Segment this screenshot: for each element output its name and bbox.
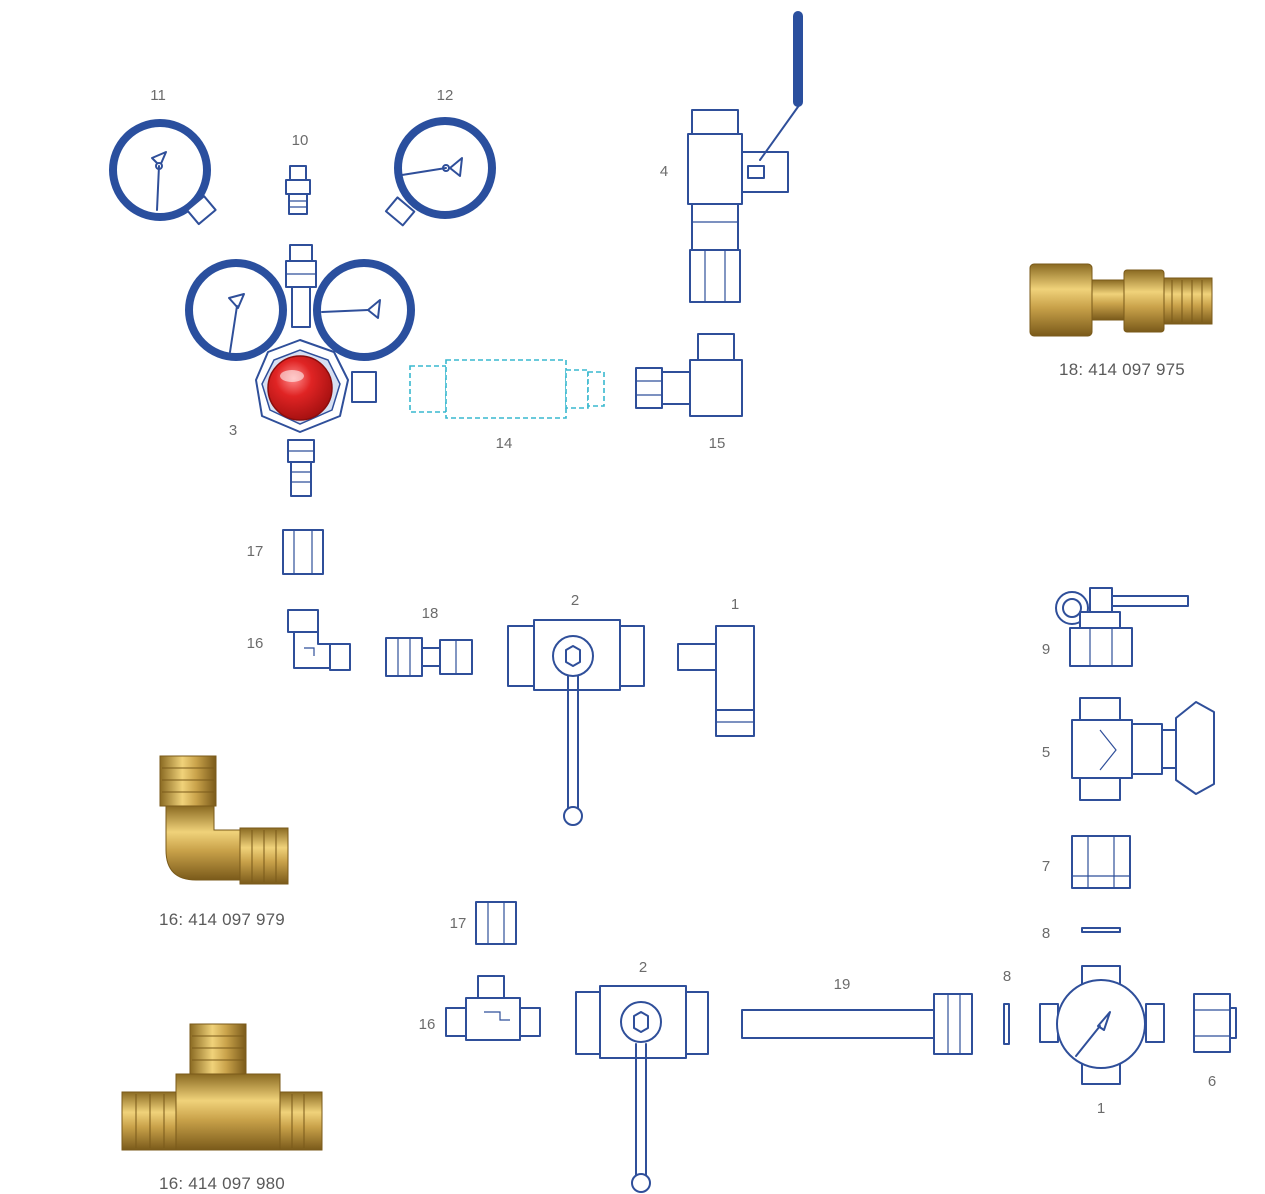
label-part-6: 6 [1207,1073,1217,1090]
valve-9 [1055,587,1189,667]
tee-1-top [677,625,755,737]
gauge-12 [384,117,496,227]
caption-tee: 16: 414 097 980 [159,1174,285,1193]
label-part-17-bottom: 17 [449,915,467,932]
caption-adapter: 18: 414 097 975 [1059,360,1185,379]
label-part-10: 10 [291,132,309,149]
nut-17-top [282,529,324,575]
label-part-8-top: 8 [1041,925,1051,942]
ball-valve-4 [687,11,803,303]
regulator-3 [185,244,415,497]
brass-adapter-photo [1029,263,1213,337]
label-part-11: 11 [150,87,166,104]
label-part-4: 4 [659,163,669,180]
label-part-14: 14 [495,435,513,452]
nut-7 [1071,835,1131,889]
label-part-9: 9 [1041,641,1051,658]
gauge-tee-1-bottom [1039,965,1165,1085]
elbow-16-top [287,609,351,671]
label-part-18: 18 [421,605,439,622]
valve-5 [1071,697,1215,801]
label-part-1-top: 1 [730,596,740,613]
caption-elbow: 16: 414 097 979 [159,910,285,929]
filter-14 [409,359,605,419]
brass-elbow-photo [159,755,289,885]
label-part-3: 3 [228,422,238,439]
label-part-8-bottom: 8 [1002,968,1012,985]
label-part-16-bottom: 16 [418,1016,436,1033]
seal-8-horizontal [1081,927,1121,933]
label-part-7: 7 [1041,858,1051,875]
tee-16-bottom [445,975,541,1041]
adapter-18-drawing [385,637,473,677]
gauge-11 [109,119,217,226]
label-part-17-top: 17 [246,543,264,560]
label-part-19: 19 [833,976,851,993]
label-part-5: 5 [1041,744,1051,761]
fitting-10 [285,165,311,215]
brass-tee-photo [121,1023,323,1151]
label-part-2-top: 2 [570,592,580,609]
elbow-15 [635,333,743,417]
label-part-16-top: 16 [246,635,264,652]
ball-valve-2-top [507,619,645,826]
ball-valve-2-bottom [575,985,709,1193]
label-part-15: 15 [708,435,726,452]
nut-6 [1193,993,1237,1053]
label-part-12: 12 [436,87,454,104]
seal-8-vertical [1003,1003,1010,1045]
label-part-2-bottom: 2 [638,959,648,976]
hose-19 [741,993,973,1055]
label-part-1-bottom: 1 [1096,1100,1106,1117]
nut-17-bottom [475,901,517,945]
